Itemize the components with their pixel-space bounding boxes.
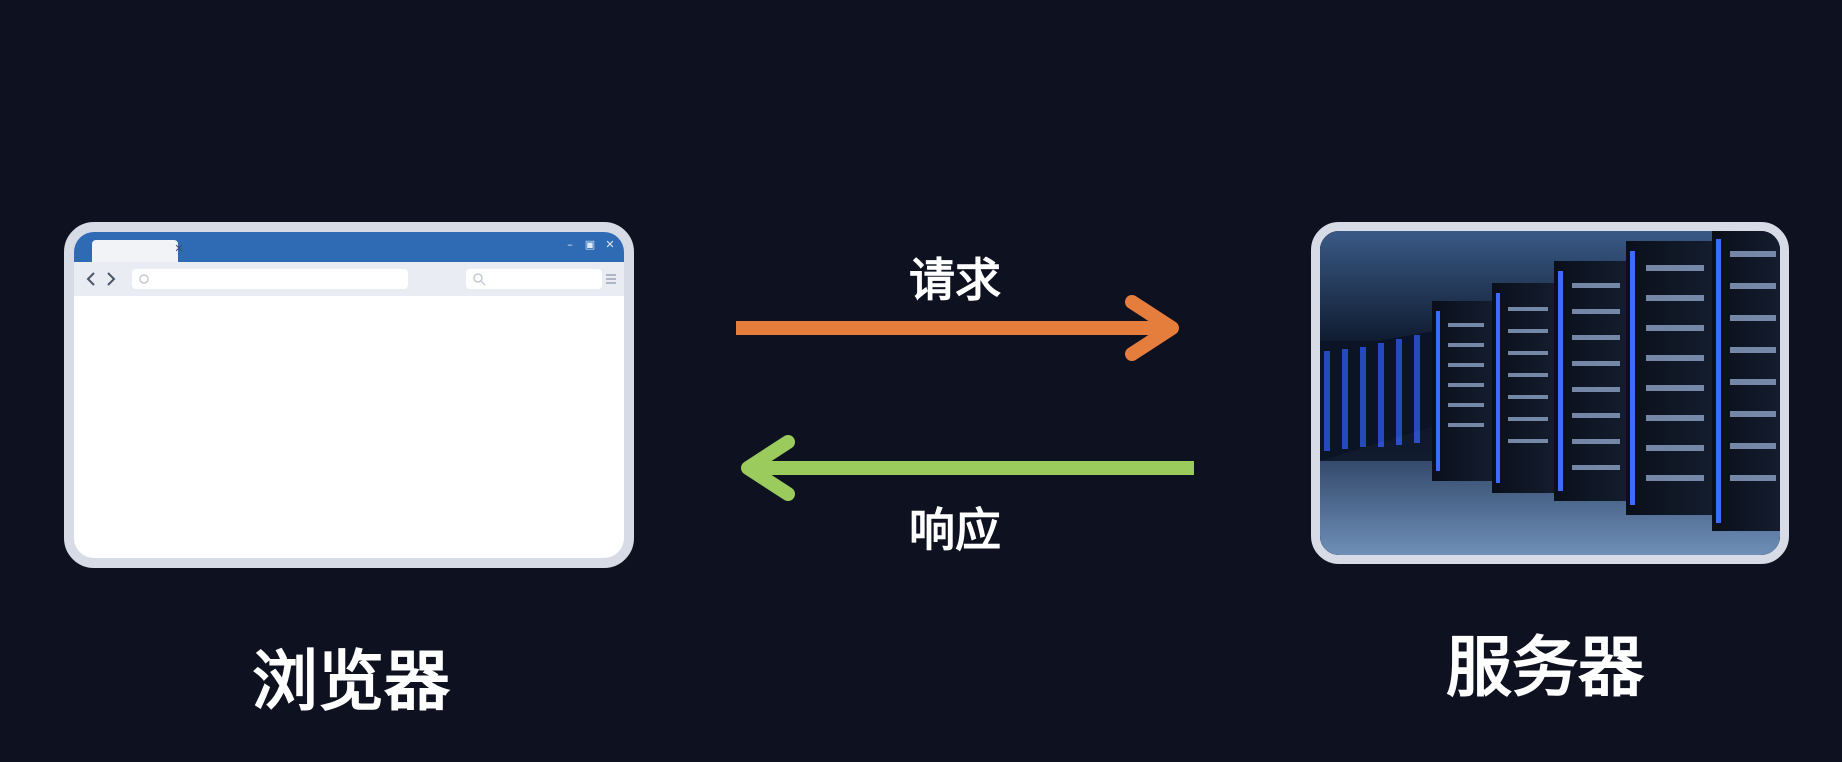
browser-toolbar bbox=[74, 262, 624, 296]
minimize-icon: – bbox=[567, 238, 573, 251]
menu-icon bbox=[606, 274, 616, 284]
request-arrow bbox=[736, 295, 1179, 361]
close-icon: ✕ bbox=[605, 238, 615, 251]
tab-close-icon: ✕ bbox=[174, 242, 184, 255]
browser-content-area bbox=[74, 296, 624, 558]
response-label: 响应 bbox=[909, 503, 1001, 557]
browser-tab bbox=[92, 240, 178, 262]
browser-illustration: ✕ – ▣ ✕ bbox=[64, 222, 634, 568]
search-bar bbox=[466, 269, 602, 289]
server-illustration bbox=[1311, 222, 1789, 564]
browser-label: 浏览器 bbox=[252, 643, 450, 720]
restore-icon: ▣ bbox=[584, 238, 596, 251]
server-label: 服务器 bbox=[1446, 629, 1644, 706]
browser-titlebar: ✕ – ▣ ✕ bbox=[74, 232, 624, 262]
chevron-right-icon bbox=[107, 272, 116, 286]
refresh-icon bbox=[139, 274, 149, 284]
server-racks-image bbox=[1320, 231, 1780, 555]
window-controls: – ▣ ✕ bbox=[564, 238, 616, 252]
request-response-arrows bbox=[736, 295, 1194, 501]
request-label: 请求 bbox=[909, 253, 1001, 307]
response-arrow bbox=[741, 435, 1194, 501]
chevron-left-icon bbox=[86, 272, 95, 286]
search-icon bbox=[473, 273, 486, 286]
url-bar bbox=[132, 269, 408, 289]
